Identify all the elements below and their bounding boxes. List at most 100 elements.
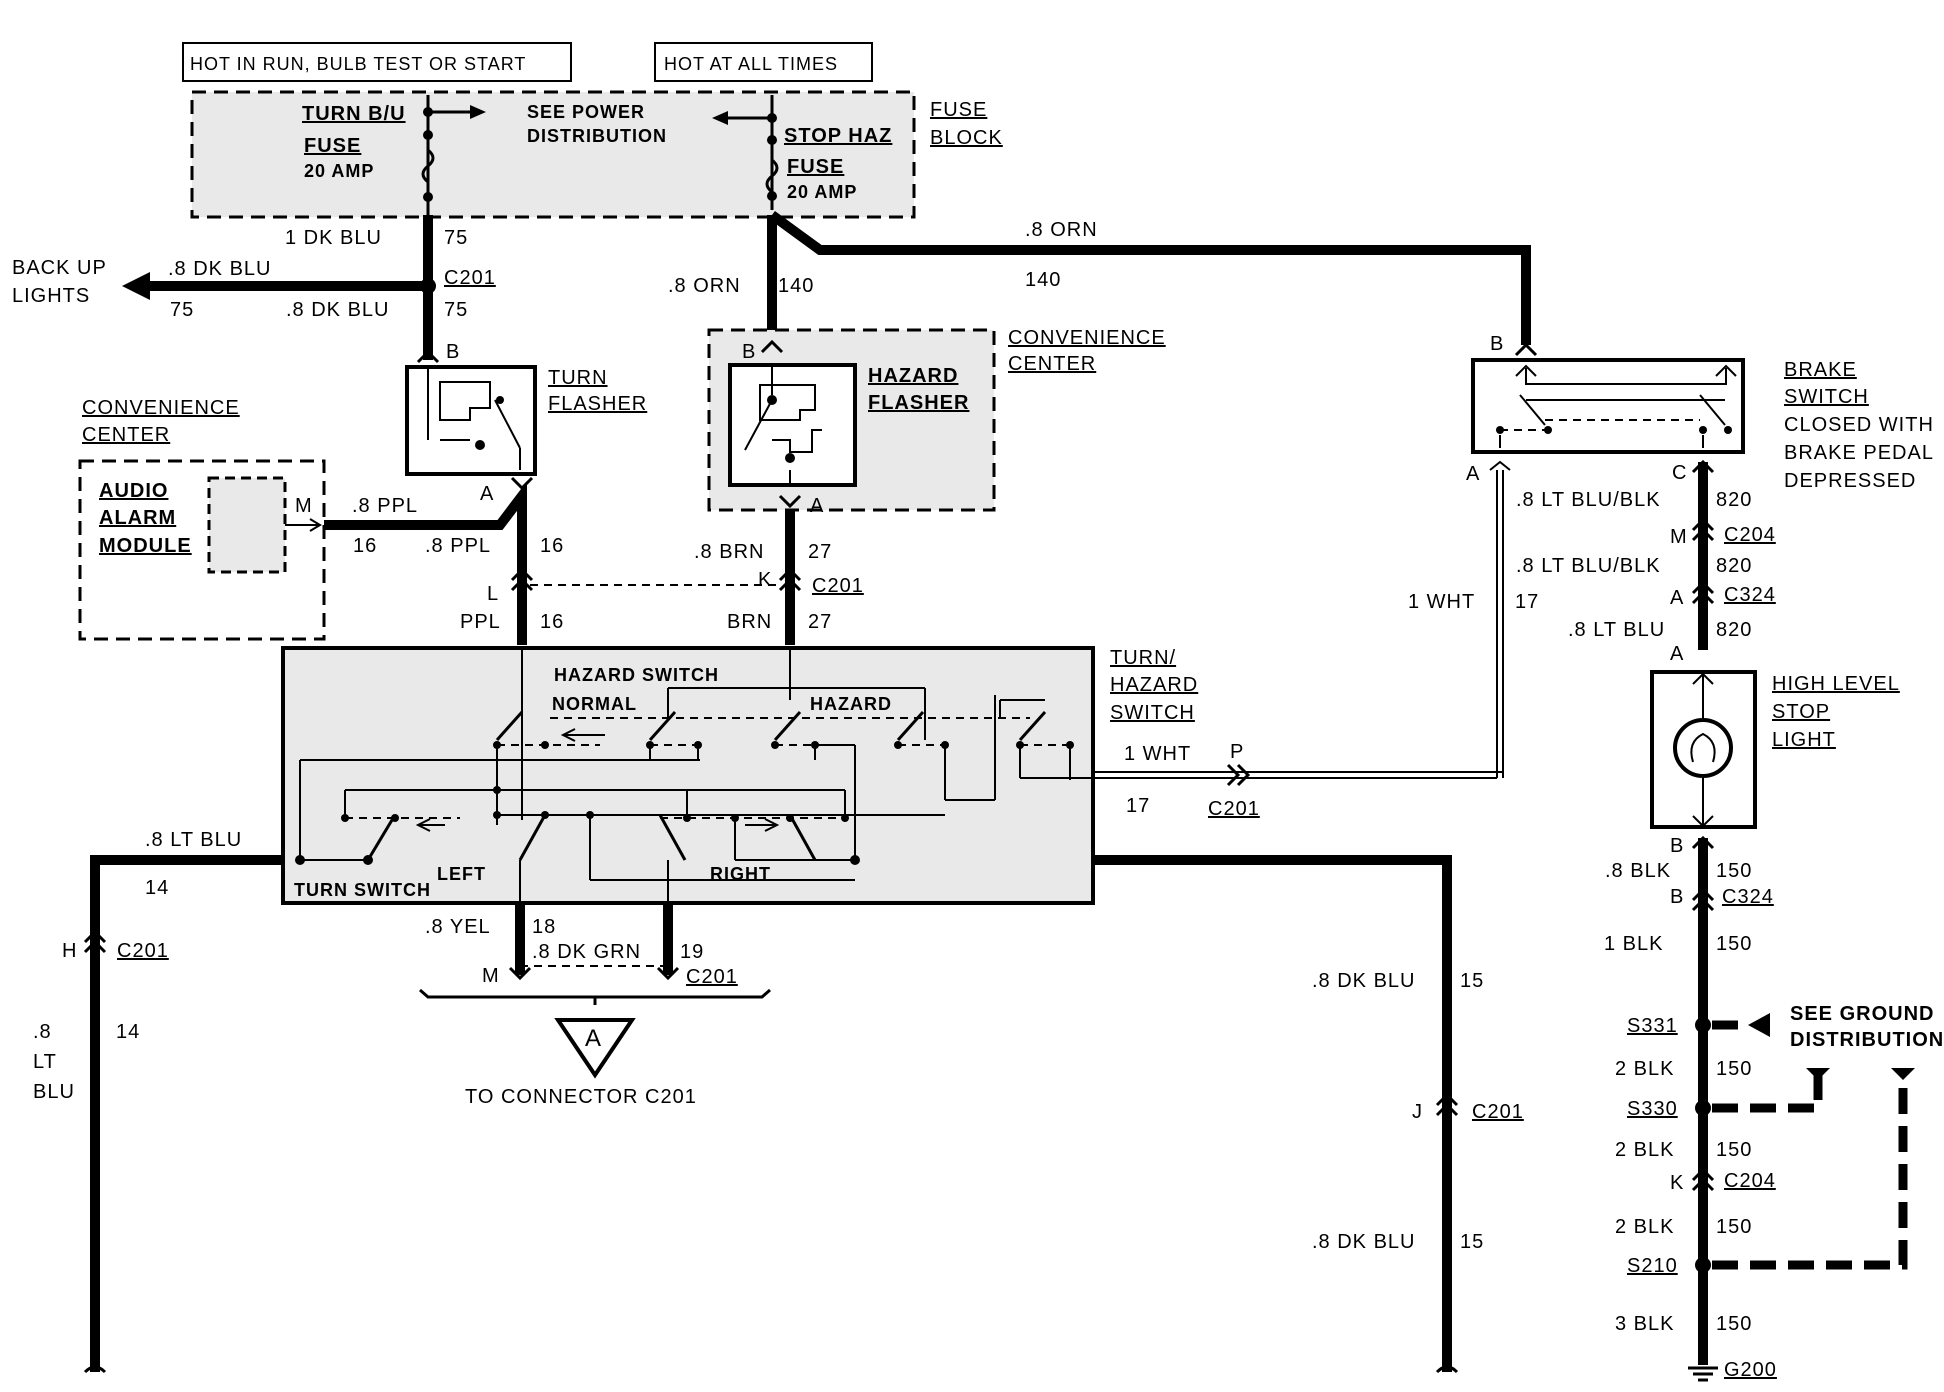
ground-arrow-icon <box>1806 1068 1830 1080</box>
hazard-switch-label: HAZARD SWITCH <box>554 665 719 685</box>
circuit-number: 820 <box>1716 619 1752 641</box>
stop-haz-fuse-amp: 20 AMP <box>787 182 857 202</box>
circuit-number: 150 <box>1716 1139 1752 1161</box>
circuit-number: 150 <box>1716 1216 1752 1238</box>
hazard-flasher-box <box>728 363 857 487</box>
turn-hazard-switch-label-2: HAZARD <box>1110 674 1198 696</box>
convenience-center-label-2: CENTER <box>82 424 170 446</box>
reference-triangle-icon <box>554 1018 636 1079</box>
circuit-number: 16 <box>540 611 564 633</box>
brake-switch-label-2: SWITCH <box>1784 386 1869 408</box>
hazard-flasher-label-2: FLASHER <box>868 392 969 414</box>
pin-label: J <box>1412 1101 1423 1123</box>
pin-label: A <box>810 495 824 517</box>
audio-alarm-label-3: MODULE <box>99 535 192 557</box>
convenience-center-label-4: CENTER <box>1008 353 1096 375</box>
stop-light-label-2: STOP <box>1772 701 1830 723</box>
circuit-number: 18 <box>532 916 556 938</box>
wire-label: 1 DK BLU <box>285 227 382 249</box>
wire-label: .8 LT BLU <box>1568 619 1665 641</box>
wire-label: 3 BLK <box>1615 1313 1674 1335</box>
pin-label: L <box>487 583 499 605</box>
wire-label: .8 DK BLU <box>168 258 271 280</box>
wire-label: .8 DK BLU <box>286 299 389 321</box>
switch-contacts <box>295 648 1093 903</box>
pin-label: B <box>1670 886 1684 908</box>
turn-switch-label: TURN SWITCH <box>294 880 431 900</box>
connector-label: C324 <box>1724 584 1776 606</box>
pin-label: M <box>1670 526 1688 548</box>
brake-switch-label: BRAKE <box>1784 359 1857 381</box>
pin-label: A <box>480 483 494 505</box>
left-label: LEFT <box>437 864 486 884</box>
reference-letter: A <box>585 1025 602 1052</box>
ground-icon <box>1688 1366 1718 1382</box>
pin-label: A <box>1670 643 1684 665</box>
turn-hazard-switch-box <box>281 646 1095 905</box>
pin-label: B <box>1670 835 1684 857</box>
circuit-number: 75 <box>444 299 468 321</box>
wire-label: 2 BLK <box>1615 1139 1674 1161</box>
circuit-number: 140 <box>778 275 814 297</box>
turn-bu-fuse-label: FUSE <box>304 135 361 157</box>
connector-label: C201 <box>1208 798 1260 820</box>
hot-in-run-box <box>182 42 572 82</box>
pin-label: M <box>482 965 500 987</box>
wire-label: .8 DK BLU <box>1312 970 1415 992</box>
wire-label: 2 BLK <box>1615 1058 1674 1080</box>
backup-lights-label-2: LIGHTS <box>12 285 90 307</box>
circuit-number: 140 <box>1025 269 1061 291</box>
pin-label: K <box>758 569 772 591</box>
turn-flasher-label: TURN <box>548 367 608 389</box>
backup-lights-arrow-icon <box>122 272 150 300</box>
hazard-flasher-relay-icon <box>744 365 822 485</box>
splice-s210 <box>1695 1257 1711 1273</box>
wire-label: 2 BLK <box>1615 1216 1674 1238</box>
ground-arrow-icon-2 <box>1891 1068 1915 1080</box>
turn-bu-fuse-icon <box>421 148 435 184</box>
hot-at-all-times-label: HOT AT ALL TIMES <box>664 54 838 74</box>
pin-label: M <box>295 495 313 517</box>
fuse-block-box <box>190 90 916 219</box>
turn-hazard-switch-label-3: SWITCH <box>1110 702 1195 724</box>
wire-label: .8 LT BLU <box>145 829 242 851</box>
circuit-number: 16 <box>540 535 564 557</box>
brake-switch-label-4: BRAKE PEDAL <box>1784 442 1934 464</box>
connector-label: C204 <box>1724 524 1776 546</box>
audio-alarm-label-2: ALARM <box>99 507 176 529</box>
circuit-number: 150 <box>1716 933 1752 955</box>
pin-label: B <box>446 341 460 363</box>
circuit-number: 27 <box>808 541 832 563</box>
circuit-number: 150 <box>1716 860 1752 882</box>
wire-label: PPL <box>460 611 501 633</box>
wire-label: .8 PPL <box>425 535 491 557</box>
power-arrow-icon <box>470 105 486 119</box>
turn-bu-fuse-amp: 20 AMP <box>304 161 374 181</box>
pin-label: B <box>1490 333 1504 355</box>
hot-at-all-times-box <box>654 42 873 82</box>
connector-bracket <box>419 988 771 1005</box>
circuit-number: 150 <box>1716 1058 1752 1080</box>
brake-switch-label-3: CLOSED WITH <box>1784 414 1934 436</box>
fuse-block-label: FUSE <box>930 99 987 121</box>
pin-label: P <box>1230 741 1244 763</box>
see-power-label-2: DISTRIBUTION <box>527 126 667 146</box>
normal-label: NORMAL <box>552 694 637 714</box>
see-ground-label: SEE GROUND <box>1790 1003 1934 1025</box>
ground-label: G200 <box>1724 1359 1777 1381</box>
wire-label: .8 YEL <box>425 916 491 938</box>
brake-switch-label-5: DEPRESSED <box>1784 470 1916 492</box>
power-arrow-icon-2 <box>712 111 728 125</box>
circuit-number: 75 <box>170 299 194 321</box>
connector-label: C201 <box>686 966 738 988</box>
wire-label: .8 DK BLU <box>1312 1231 1415 1253</box>
turn-hazard-switch-label: TURN/ <box>1110 647 1176 669</box>
splice-label: S210 <box>1627 1255 1678 1277</box>
wire-label: .8 ORN <box>668 275 741 297</box>
pin-label: A <box>1670 587 1684 609</box>
splice-s331 <box>1695 1017 1711 1033</box>
circuit-number: 820 <box>1716 555 1752 577</box>
connector-label: C324 <box>1722 886 1774 908</box>
pin-label: A <box>1466 463 1480 485</box>
hazard-label: HAZARD <box>810 694 892 714</box>
